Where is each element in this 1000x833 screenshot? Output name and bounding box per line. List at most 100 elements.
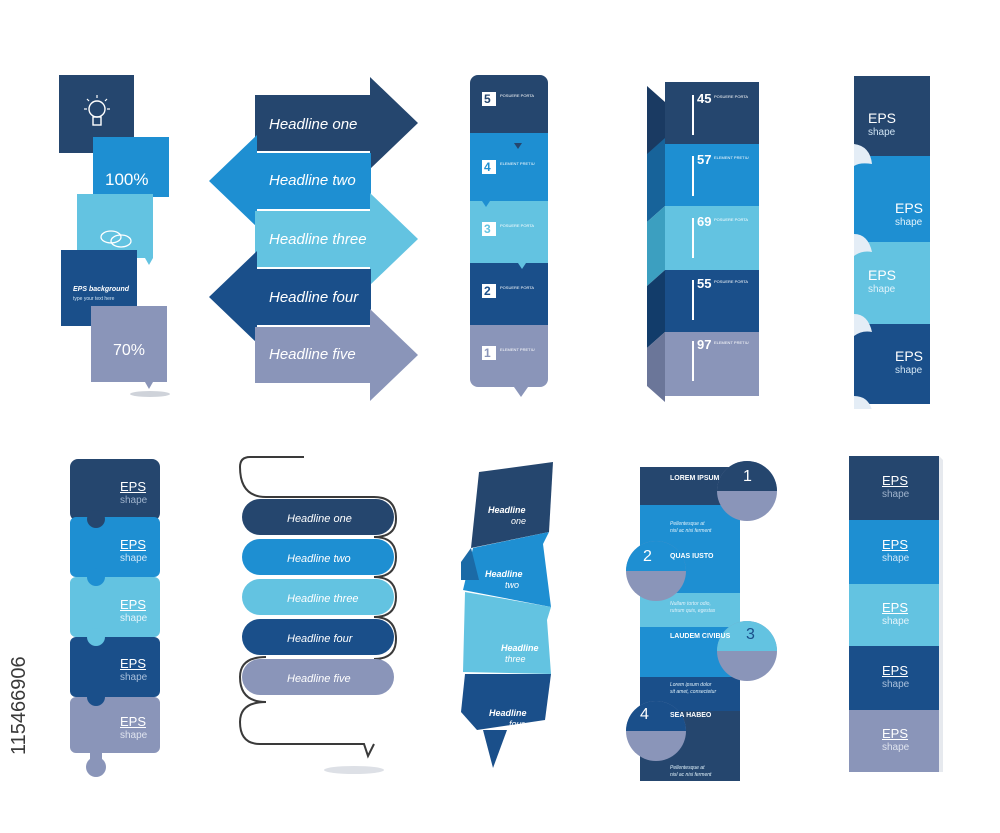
fold-label-4: POSUERE PORTA — [714, 279, 749, 284]
fold-label-1: POSUERE PORTA — [714, 94, 749, 99]
block-eps-3: EPS — [882, 600, 909, 615]
circle-body-3a: Lorem ipsum dolor — [670, 682, 712, 688]
zigzag-headline-3b: three — [505, 654, 526, 664]
circle-body-4b: nisl ac nisi ferment — [670, 772, 712, 778]
zigzag-headline-4a: Headline — [489, 708, 527, 718]
fold-label-3: POSUERE PORTA — [714, 217, 749, 222]
zigzag-headline-4b: four — [509, 719, 525, 729]
circle-body-1b: nisl ac nisi ferment — [670, 528, 712, 534]
block-shape-2: shape — [882, 553, 910, 564]
puzzle-eps-4: EPS — [120, 656, 147, 671]
stock-id: 115466906 — [8, 595, 30, 755]
block-shape-5: shape — [882, 742, 910, 753]
pill-headline-2: Headline two — [287, 553, 351, 565]
curl-shape-2: shape — [895, 217, 923, 228]
fold-number-57: 57 — [697, 152, 712, 167]
circle-number-1: 1 — [743, 468, 752, 485]
step-number-4: 4 — [484, 160, 491, 174]
percent-70: 70% — [113, 342, 146, 359]
pill-list-graphic — [238, 456, 398, 774]
arrow-list-graphic — [209, 77, 418, 401]
circle-number-4: 4 — [640, 706, 649, 723]
curl-shape-4: shape — [895, 365, 923, 376]
circle-title-3: LAUDEM CIVIBUS — [670, 633, 731, 640]
circle-body-3b: sit amet, consectetur — [670, 689, 717, 695]
curl-eps-3: EPS — [868, 267, 897, 283]
zigzag-column-graphic — [461, 462, 553, 768]
arrow-headline-1: Headline one — [269, 116, 358, 133]
fold-number-45: 45 — [697, 91, 712, 106]
folded-column-graphic — [647, 82, 759, 402]
circle-title-2: QUAS IUSTO — [670, 553, 714, 560]
step-label-3: POSUERE PORTA — [500, 223, 535, 228]
step-number-1: 1 — [484, 346, 491, 360]
pill-headline-4: Headline four — [287, 633, 353, 645]
fold-label-2: ELEMENT PRETIU — [714, 155, 749, 160]
zigzag-headline-1b: one — [511, 516, 527, 526]
circle-number-2: 2 — [643, 548, 652, 565]
block-eps-1: EPS — [882, 473, 909, 488]
step-number-2: 2 — [484, 284, 491, 298]
arrow-headline-3: Headline three — [269, 231, 367, 248]
curl-shape-1: shape — [868, 127, 896, 138]
circle-body-4a: Pellentesque at — [670, 765, 705, 771]
fold-number-97: 97 — [697, 337, 712, 352]
zigzag-headline-2b: two — [505, 580, 520, 590]
block-shape-4: shape — [882, 679, 910, 690]
circle-body-2a: Nullam tortor odio, — [670, 601, 711, 607]
eps-background-sub: type your text here — [73, 296, 115, 302]
numbered-column-graphic — [470, 75, 548, 397]
arrow-headline-5: Headline five — [269, 346, 356, 363]
puzzle-shape-2: shape — [120, 553, 148, 564]
bubble-stack-graphic — [59, 75, 170, 397]
fold-label-5: ELEMENT PRETIU — [714, 340, 749, 345]
step-label-4: ELEMENT PRETIU — [500, 161, 535, 166]
puzzle-shape-3: shape — [120, 613, 148, 624]
step-label-2: POSUERE PORTA — [500, 285, 535, 290]
puzzle-shape-5: shape — [120, 730, 148, 741]
zigzag-headline-1a: Headline — [488, 505, 526, 515]
percent-100: 100% — [105, 170, 149, 189]
puzzle-eps-3: EPS — [120, 597, 147, 612]
stock-id-text: 115466906 — [8, 656, 30, 755]
zigzag-headline-3a: Headline — [501, 643, 539, 653]
circle-body-1a: Pellentesque at — [670, 521, 705, 527]
curl-column-graphic — [854, 76, 930, 409]
zigzag-headline-2a: Headline — [485, 569, 523, 579]
block-shape-1: shape — [882, 489, 910, 500]
arrow-headline-2: Headline two — [269, 172, 356, 189]
step-label-1: ELEMENT PRETIU — [500, 347, 535, 352]
block-eps-2: EPS — [882, 537, 909, 552]
step-number-5: 5 — [484, 92, 491, 106]
curl-eps-1: EPS — [868, 110, 897, 126]
block-column-graphic — [849, 456, 943, 772]
block-shape-3: shape — [882, 616, 910, 627]
pill-headline-5: Headline five — [287, 673, 351, 685]
puzzle-eps-5: EPS — [120, 714, 147, 729]
curl-shape-3: shape — [868, 284, 896, 295]
puzzle-eps-1: EPS — [120, 479, 147, 494]
chat-icon — [100, 230, 132, 248]
puzzle-eps-2: EPS — [120, 537, 147, 552]
circle-title-1: LOREM IPSUM — [670, 475, 720, 482]
pill-headline-3: Headline three — [287, 593, 359, 605]
circle-title-4: SEA HABEO — [670, 712, 712, 719]
pill-headline-1: Headline one — [287, 513, 352, 525]
block-eps-5: EPS — [882, 726, 909, 741]
circle-body-2b: rutrum quis, egestas — [670, 608, 716, 614]
arrow-headline-4: Headline four — [269, 289, 359, 306]
step-label-5: POSUERE PORTA — [500, 93, 535, 98]
circle-column-graphic — [626, 461, 777, 781]
step-number-3: 3 — [484, 222, 491, 236]
lightbulb-icon — [84, 95, 110, 126]
block-eps-4: EPS — [882, 663, 909, 678]
curl-eps-4: EPS — [895, 348, 924, 364]
fold-number-55: 55 — [697, 276, 712, 291]
puzzle-shape-1: shape — [120, 495, 148, 506]
eps-background-title: EPS background — [73, 286, 130, 293]
circle-number-3: 3 — [746, 626, 755, 643]
curl-eps-2: EPS — [895, 200, 924, 216]
fold-number-69: 69 — [697, 214, 712, 229]
puzzle-shape-4: shape — [120, 672, 148, 683]
puzzle-column-graphic — [70, 459, 160, 777]
